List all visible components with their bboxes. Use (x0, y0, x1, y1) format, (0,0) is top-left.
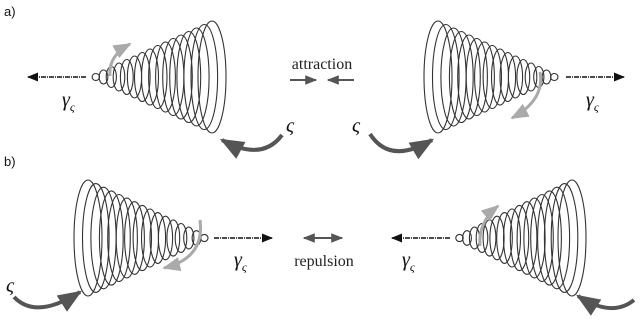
symbol-sigma-b-left: ς (6, 275, 15, 297)
coil-loop (462, 230, 472, 246)
coil-loop (133, 51, 151, 103)
coil-loop (543, 186, 571, 290)
coil-loop (509, 204, 530, 272)
coil-b-right: γς (390, 179, 636, 316)
rotation-arrow-a-right-light (510, 71, 543, 120)
coil-loop (183, 226, 195, 250)
coil-a-left: γς ς (26, 20, 295, 159)
coil-loop (465, 37, 488, 117)
coil-loop (124, 201, 145, 275)
coil-loop (550, 183, 579, 293)
coil-loop (73, 179, 103, 297)
coil-loop (132, 204, 153, 272)
symbol-sigma-a-right: ς (352, 115, 361, 137)
coil-loop (530, 193, 554, 283)
coil-loop (502, 208, 522, 268)
coil-loop (523, 197, 546, 279)
symbol-sigma-a-left: ς (286, 115, 295, 137)
coil-loop (537, 190, 562, 286)
coil-loop (140, 48, 160, 106)
panel-label-b: b) (4, 154, 16, 169)
coil-loop (176, 30, 202, 124)
coil-loop (200, 233, 209, 243)
rotation-arrow-a-left-light (108, 42, 132, 77)
coil-loop (457, 34, 481, 120)
interaction-label-repulsion: repulsion (294, 253, 354, 270)
coil-loop (524, 62, 538, 92)
interaction-b: repulsion (294, 233, 354, 270)
coil-loop (516, 58, 531, 96)
rotation-arrow-a-right-dark (368, 132, 435, 160)
coil-loop (490, 48, 510, 106)
coil-loop (440, 27, 467, 127)
rotation-arrow-b-right-light (478, 204, 500, 247)
symbol-gamma-a-right: γς (586, 89, 599, 114)
coil-loop (119, 58, 134, 96)
coil-loop (550, 72, 559, 82)
coil-loop (169, 34, 193, 120)
coil-loop (148, 44, 168, 110)
coil-loop (516, 201, 538, 275)
coil-loop (107, 193, 131, 283)
rotation-arrow-b-right-dark (575, 294, 636, 316)
coil-loop (482, 44, 503, 110)
interaction-a: attraction (290, 56, 354, 85)
symbol-gamma-b-left: γς (234, 249, 247, 274)
coil-loop (81, 183, 110, 293)
coil-loop (140, 208, 160, 268)
interaction-label-attraction: attraction (292, 56, 352, 73)
coil-loop (474, 41, 495, 113)
coil-loop (174, 222, 188, 254)
coil-loop (448, 30, 474, 124)
coil-loop (475, 222, 489, 254)
coil-loop (423, 20, 453, 134)
coil-a-right: γς ς (352, 20, 626, 160)
coil-loop (197, 20, 227, 134)
coil-loop (91, 72, 101, 82)
coil-loop (431, 23, 460, 131)
coil-loop (499, 51, 517, 103)
symbol-gamma-a-left: γς (62, 89, 75, 114)
coil-loop (98, 69, 109, 85)
rotation-arrow-a-left-dark (219, 133, 284, 159)
coil-b-left: γς ς (6, 179, 274, 312)
coil-loop (98, 190, 124, 286)
rotation-arrow-b-left-light (162, 219, 203, 272)
coil-loop (455, 233, 464, 243)
coil-loop (496, 212, 513, 264)
coil-loop (155, 41, 176, 113)
coil-loop (183, 27, 210, 127)
coil-loop (112, 62, 126, 92)
coil-loop (190, 23, 219, 131)
coil-loop (166, 219, 181, 257)
symbol-gamma-b-right: γς (402, 249, 415, 274)
panel-label-a: a) (4, 4, 16, 19)
coil-loop (162, 37, 185, 117)
coil-loop (557, 179, 587, 297)
coil-loop (90, 186, 117, 290)
coil-loop (115, 197, 138, 279)
rotation-arrow-b-left-dark (12, 290, 83, 312)
coil-loop (149, 212, 167, 264)
